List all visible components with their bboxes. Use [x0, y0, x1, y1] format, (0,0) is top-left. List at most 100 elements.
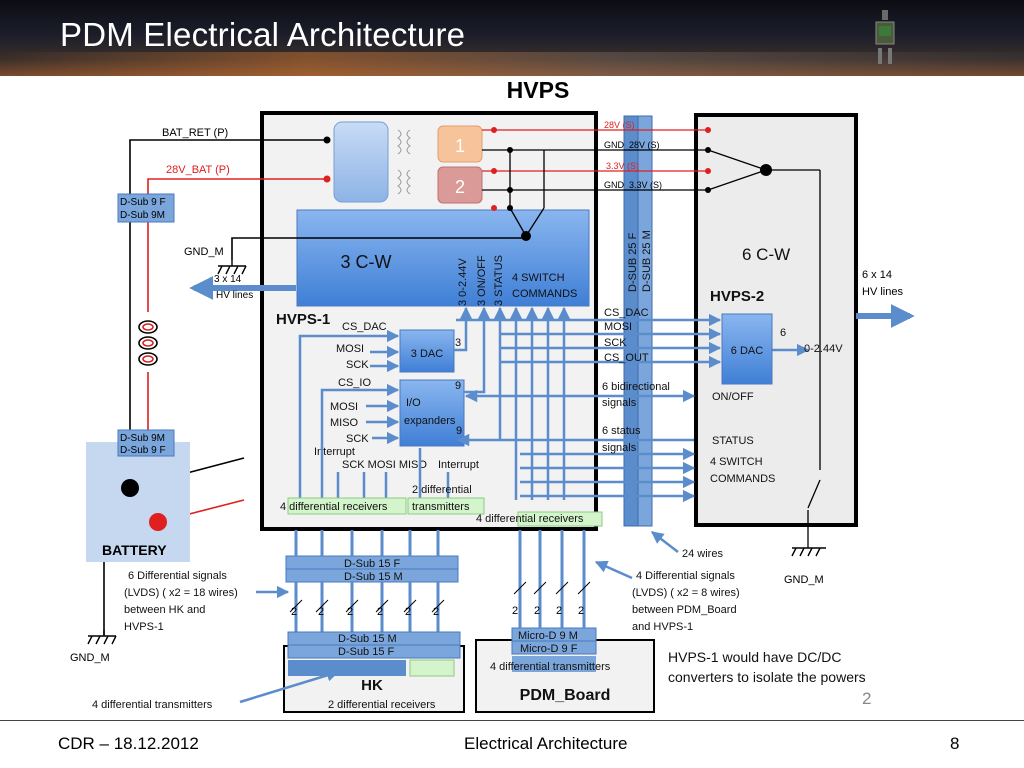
- satellite-logo-icon: [875, 10, 895, 64]
- n9b-label: 9: [456, 425, 462, 437]
- microd-m-label: Micro-D 9 M: [518, 630, 578, 642]
- dsub9-m2-label: D-Sub 9M: [120, 433, 165, 444]
- r-sck-label: SCK: [604, 337, 627, 349]
- ground-icon-right: [791, 547, 826, 557]
- section-title: HVPS: [507, 77, 570, 103]
- battery-neg-terminal: [121, 479, 139, 497]
- n9a-label: 9: [455, 380, 461, 392]
- slide-title: PDM Electrical Architecture: [60, 16, 466, 53]
- cw3-block: [296, 209, 590, 307]
- lvds6-a-label: 6 Differential signals: [128, 570, 227, 582]
- v-onoff-label: 3 ON/OFF: [476, 255, 488, 306]
- lvds4-c-label: between PDM_Board: [632, 604, 737, 616]
- sw4b-b-label: COMMANDS: [710, 473, 775, 485]
- cross-buses: [456, 313, 810, 503]
- pdm-wire-slashes: [513, 581, 591, 595]
- title-bar: PDM Electrical Architecture: [0, 0, 1024, 76]
- diff-tx2-box: [407, 497, 485, 515]
- onoff-label: ON/OFF: [712, 391, 754, 403]
- hvps2-label: HVPS-2: [710, 288, 764, 305]
- status6-a-label: 6 status: [602, 425, 641, 437]
- dsub15f-label: D-Sub 15 F: [344, 558, 401, 570]
- hvps1-switch: [509, 150, 545, 237]
- hv-right-b-label: HV lines: [862, 286, 903, 298]
- transformer-coils-icon: [397, 129, 411, 195]
- svg-text:2: 2: [534, 605, 540, 617]
- lvds6-d-label: HVPS-1: [124, 621, 164, 633]
- diff-tx2-a-label: 2 differential: [412, 484, 472, 496]
- dsub15m-b-label: D-Sub 15 M: [338, 633, 397, 645]
- diff-rx4-box: [287, 497, 407, 515]
- status-label: STATUS: [712, 435, 754, 447]
- io-b-label: expanders: [404, 415, 456, 427]
- diff-tx2-b-label: transmitters: [412, 501, 470, 513]
- choke-red: [142, 323, 154, 363]
- battery-box: [86, 442, 190, 562]
- svg-text:2: 2: [405, 606, 411, 618]
- converter-2: [437, 166, 483, 204]
- lvds4-a-label: 4 Differential signals: [636, 570, 735, 582]
- hk-rx2-label: 2 differential receivers: [328, 699, 436, 711]
- dsub9-top: [117, 193, 175, 223]
- hvps1-label: HVPS-1: [276, 311, 330, 328]
- bat-ret-node: [323, 136, 331, 144]
- io-expander-block: [399, 379, 465, 447]
- ground-icon-top: [217, 260, 247, 275]
- hk-wires: [294, 530, 440, 632]
- cs-io-label: CS_IO: [338, 377, 371, 389]
- pdm-tx-block: [512, 656, 596, 672]
- svg-text:2: 2: [347, 606, 353, 618]
- dsub9-bottom: [117, 429, 175, 457]
- footer-divider: [0, 720, 1024, 721]
- sw4-b-label: COMMANDS: [512, 288, 577, 300]
- svg-text:2: 2: [512, 605, 518, 617]
- v-status-label: 3 STATUS: [493, 255, 505, 306]
- sck-label: SCK: [346, 359, 369, 371]
- mosi2-label: MOSI: [330, 401, 358, 413]
- hvps-diagram: HVPS 1 2 3 C-W 3 0-2.44V 3 ON/OFF 3 STAT…: [70, 77, 915, 713]
- v-0244b-label: 0-2.44V: [804, 343, 843, 355]
- bat-28v-label: 28V_BAT (P): [166, 164, 230, 176]
- dsub25f-label: D-SUB 25 F: [627, 232, 639, 292]
- cs-dac-label: CS_DAC: [342, 321, 387, 333]
- gnd-m-right-label: GND_M: [784, 574, 824, 586]
- converter-2-label: 2: [455, 177, 465, 197]
- hk-wire-slashes: [289, 599, 445, 613]
- svg-text:2: 2: [377, 606, 383, 618]
- note-a-label: HVPS-1 would have DC/DC: [668, 649, 842, 665]
- pwr-gnd28-label: GND_28V (S): [604, 140, 660, 150]
- pwr-28v-label: 28V (S): [604, 120, 635, 130]
- hv-left-b-label: HV lines: [216, 290, 253, 301]
- miso2-label: MISO: [330, 417, 359, 429]
- pdm-tx4-label: 4 differential transmitters: [490, 661, 611, 673]
- mosi-label: MOSI: [336, 343, 364, 355]
- n6-label: 6: [780, 327, 786, 339]
- pdm-wires: [518, 530, 586, 628]
- hk-tx-pointer: [239, 669, 340, 704]
- hk-tx4-label: 4 differential transmitters: [92, 699, 213, 711]
- dsub9-m-label: D-Sub 9M: [120, 210, 165, 221]
- wires24-pointer: [651, 531, 679, 553]
- dsub15m-label: D-Sub 15 M: [344, 571, 403, 583]
- n3-label: 3: [455, 337, 461, 349]
- wires24-label: 24 wires: [682, 548, 723, 560]
- hk-tx-block: [288, 660, 406, 676]
- hv-right-a-label: 6 x 14: [862, 269, 892, 281]
- io-a-label: I/O: [406, 397, 421, 409]
- bidir-b-label: signals: [602, 397, 637, 409]
- battery-pos-terminal: [149, 513, 167, 531]
- lvds6-b-label: (LVDS) ( x2 = 18 wires): [124, 587, 238, 599]
- lvds4-d-label: and HVPS-1: [632, 621, 693, 633]
- bat-28v-node: [323, 175, 331, 183]
- power-nodes: [491, 127, 711, 211]
- hvps2-switch-node: [760, 164, 772, 176]
- battery-label: BATTERY: [102, 542, 167, 558]
- lvds6-c-label: between HK and: [124, 604, 205, 616]
- sw4-a-label: 4 SWITCH: [512, 272, 565, 284]
- dsub9-f-label: D-Sub 9 F: [120, 197, 166, 208]
- cw3-label: 3 C-W: [341, 252, 392, 272]
- pdm-board-label: PDM_Board: [520, 687, 611, 704]
- r-cs-out-label: CS_OUT: [604, 352, 649, 364]
- svg-text:2: 2: [291, 606, 297, 618]
- diff-rx4b-label: 4 differential receivers: [476, 513, 584, 525]
